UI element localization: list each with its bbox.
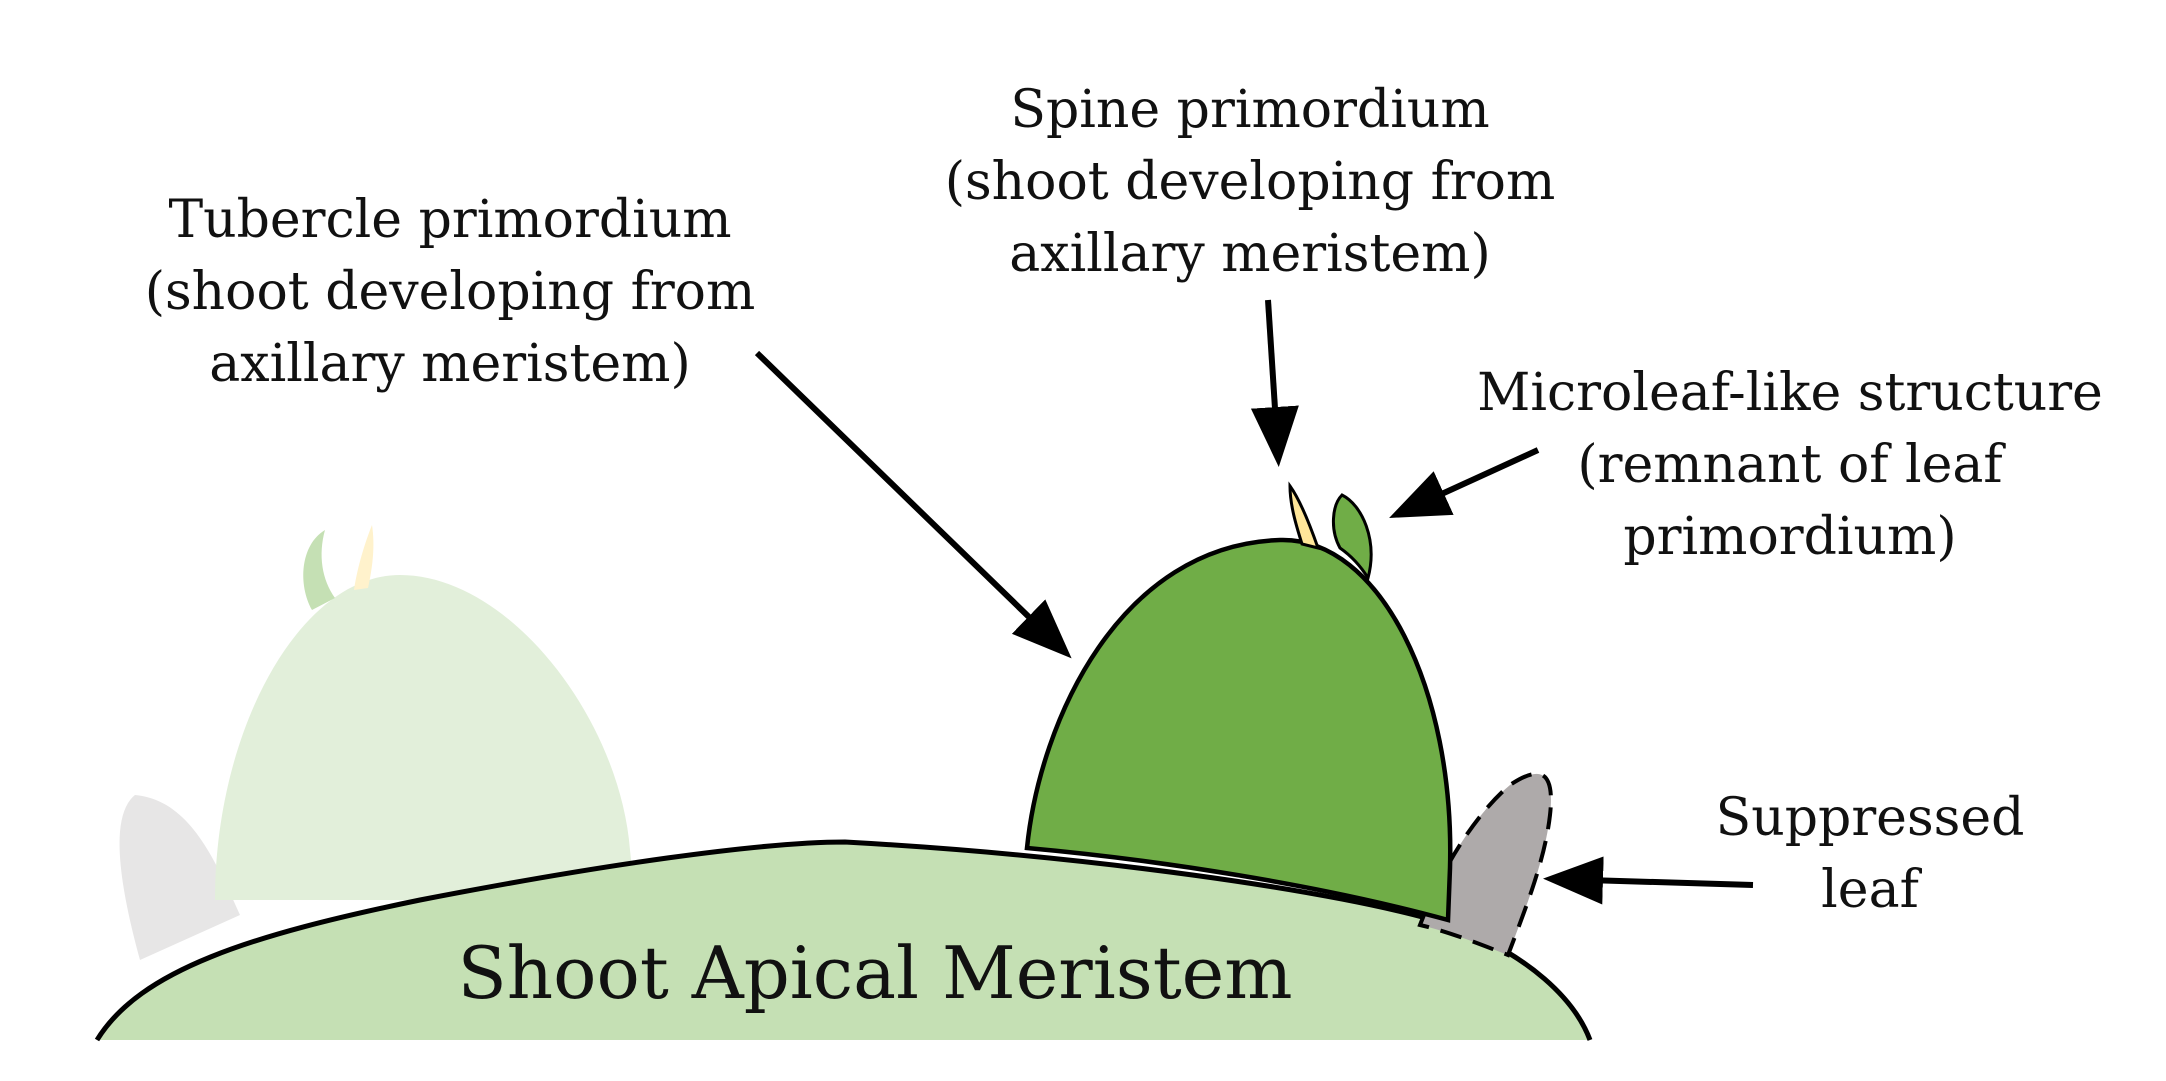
- label-spine-line1: Spine primordium: [1010, 80, 1490, 140]
- label-microleaf-line1: Microleaf-like structure: [1477, 363, 2103, 423]
- label-microleaf-line3: primordium): [1623, 507, 1957, 567]
- label-microleaf-structure: Microleaf-like structure (remnant of lea…: [1420, 357, 2160, 573]
- label-tubercle-line2: (shoot developing from: [144, 262, 756, 322]
- label-tubercle-line1: Tubercle primordium: [168, 190, 732, 250]
- faded-spine: [354, 525, 374, 590]
- label-shoot-apical-meristem: Shoot Apical Meristem: [457, 931, 1293, 1015]
- label-suppressed-leaf: Suppressed leaf: [1660, 782, 2080, 926]
- spine-primordium: [1288, 481, 1321, 551]
- label-suppressed-line2: leaf: [1821, 860, 1919, 920]
- microleaf-structure: [1332, 493, 1373, 582]
- label-spine-line3: axillary meristem): [1009, 224, 1491, 284]
- label-microleaf-line2: (remnant of leaf: [1577, 435, 2003, 495]
- arrow-spine: [1250, 299, 1299, 467]
- label-tubercle-primordium: Tubercle primordium (shoot developing fr…: [60, 184, 840, 400]
- faded-suppressed-leaf: [119, 795, 240, 960]
- arrow-suppressed-leaf: [1543, 856, 1754, 905]
- arrow-microleaf: [1389, 447, 1540, 518]
- label-spine-primordium: Spine primordium (shoot developing from …: [880, 74, 1620, 290]
- label-tubercle-line3: axillary meristem): [209, 334, 691, 394]
- faded-primordium: [119, 525, 635, 960]
- label-spine-line2: (shoot developing from: [944, 152, 1556, 212]
- arrow-tubercle: [754, 350, 1072, 659]
- faded-microleaf: [303, 530, 335, 610]
- faded-tubercle: [215, 575, 635, 900]
- label-suppressed-line1: Suppressed: [1715, 788, 2025, 848]
- suppressed-leaf: [1417, 771, 1553, 958]
- tubercle-primordium: [1024, 537, 1453, 923]
